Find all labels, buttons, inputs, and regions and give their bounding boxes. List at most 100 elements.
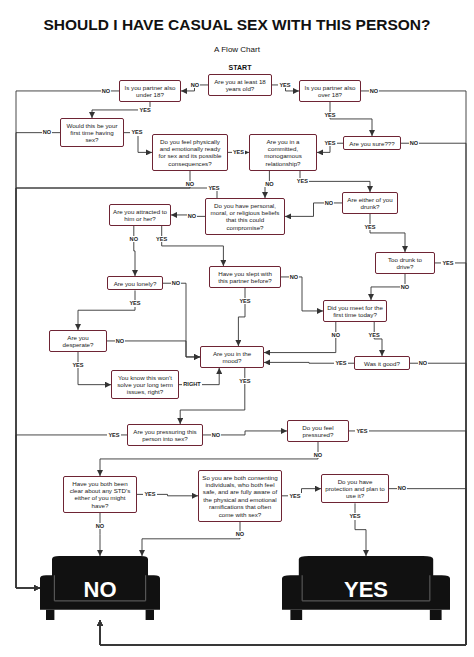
question-box: Is you partner also over 18? bbox=[299, 80, 361, 102]
flow-arrow bbox=[78, 352, 111, 385]
question-text: Are you lonely? bbox=[111, 280, 159, 287]
edge-label: NO bbox=[289, 274, 299, 280]
edge-label: YES bbox=[288, 493, 301, 499]
edge-label: NO bbox=[42, 129, 52, 135]
flow-arrow bbox=[16, 133, 60, 588]
edge-label: NO bbox=[211, 432, 221, 438]
question-box: Too drunk to drive? bbox=[375, 252, 435, 274]
flow-arrow bbox=[180, 368, 245, 424]
flow-arrow bbox=[374, 322, 382, 356]
flow-arrow bbox=[355, 503, 366, 556]
question-text: Are you pressuring this person into sex? bbox=[131, 428, 199, 443]
edge-label: YES bbox=[334, 360, 347, 366]
flow-arrow bbox=[16, 171, 190, 588]
flow-arrow bbox=[16, 91, 119, 588]
question-text: Is you partner also under 18? bbox=[123, 84, 177, 99]
edge-label: NO bbox=[129, 236, 139, 242]
flow-arrow bbox=[163, 283, 200, 357]
question-box: So you are both consenting individuals, … bbox=[198, 470, 282, 522]
answer-text: YES bbox=[282, 579, 450, 601]
question-text: Do you have protection and plan to use i… bbox=[325, 478, 385, 500]
question-box: Do you have personal, moral, or religiou… bbox=[205, 198, 285, 235]
flow-arrow bbox=[78, 290, 135, 330]
edge-label: YES bbox=[296, 178, 309, 184]
question-box: Are you sure??? bbox=[343, 136, 401, 150]
edge-label: NO bbox=[187, 213, 197, 219]
question-box: Was it good? bbox=[354, 356, 410, 370]
question-text: Do you feel physically and emotionally r… bbox=[156, 138, 224, 168]
question-box: Are you in a committed, monogamous relat… bbox=[249, 134, 317, 171]
question-text: Have you slept with this partner before? bbox=[213, 270, 277, 285]
edge-label: YES bbox=[348, 513, 361, 519]
question-box: Do you have protection and plan to use i… bbox=[321, 474, 389, 503]
question-text: Are you sure??? bbox=[347, 140, 397, 147]
edge-label: YES bbox=[323, 140, 336, 146]
edge-label: NO bbox=[101, 88, 111, 94]
edge-label: NO bbox=[369, 88, 379, 94]
edge-label: YES bbox=[155, 236, 168, 242]
flow-arrow bbox=[134, 226, 135, 276]
edge-label: YES bbox=[130, 129, 143, 135]
question-text: Have you both been clear about any STD's… bbox=[67, 480, 133, 510]
question-text: Are you desperate? bbox=[53, 334, 103, 349]
flow-arrow bbox=[100, 513, 101, 556]
flow-arrow bbox=[370, 214, 405, 252]
question-text: Do you have personal, moral, or religiou… bbox=[209, 202, 281, 232]
edge-label: NO bbox=[264, 181, 274, 187]
question-text: Too drunk to drive? bbox=[379, 256, 431, 271]
flow-arrow bbox=[142, 522, 240, 556]
edge-label: YES bbox=[278, 82, 291, 88]
question-box: Do you feel pressured? bbox=[287, 420, 349, 442]
flow-arrow bbox=[264, 322, 336, 353]
couch-terminal: YES bbox=[282, 556, 450, 620]
edge-label: NO bbox=[418, 360, 428, 366]
question-box: Are you attracted to him or her? bbox=[109, 204, 171, 226]
edge-label: YES bbox=[143, 491, 156, 497]
flow-arrow bbox=[16, 188, 217, 588]
question-box: Is you partner also under 18? bbox=[119, 80, 181, 102]
edge-label: NO bbox=[115, 338, 125, 344]
edge-label: YES bbox=[323, 112, 336, 118]
start-label: START bbox=[229, 64, 252, 71]
edge-label: NO bbox=[95, 523, 105, 529]
flow-arrow bbox=[281, 277, 323, 311]
flow-arrow bbox=[100, 431, 466, 645]
question-text: Would this be your first time having sex… bbox=[64, 122, 120, 144]
flow-arrow bbox=[100, 143, 466, 645]
edge-label: YES bbox=[207, 185, 220, 191]
edge-label: YES bbox=[441, 260, 454, 266]
question-text: So you are both consenting individuals, … bbox=[202, 474, 278, 519]
edge-label: YES bbox=[128, 300, 141, 306]
answer-text: NO bbox=[40, 579, 160, 601]
edge-label: YES bbox=[71, 362, 84, 368]
chart-title: SHOULD I HAVE CASUAL SEX WITH THIS PERSO… bbox=[44, 16, 431, 34]
question-text: Are you attracted to him or her? bbox=[113, 208, 167, 223]
edge-label: NO bbox=[409, 140, 419, 146]
question-box: Have you both been clear about any STD's… bbox=[63, 476, 137, 513]
couch-terminal: NO bbox=[40, 556, 160, 620]
question-box: Are you in the mood? bbox=[200, 346, 264, 368]
question-text: Do you feel pressured? bbox=[291, 424, 345, 439]
edge-label: NO bbox=[331, 332, 341, 338]
question-box: Did you meet for the first time today? bbox=[323, 300, 387, 322]
edge-label: NO bbox=[400, 284, 410, 290]
edge-label: YES bbox=[107, 432, 120, 438]
edge-label: NO bbox=[397, 485, 407, 491]
question-text: Are you at least 18 years old? bbox=[212, 78, 268, 93]
flow-arrow bbox=[238, 288, 245, 346]
edge-label: YES bbox=[363, 224, 376, 230]
question-box: Are you at least 18 years old? bbox=[208, 74, 272, 96]
subtitle: A Flow Chart bbox=[214, 45, 260, 54]
question-text: Are you in a committed, monogamous relat… bbox=[253, 138, 313, 168]
question-text: Are either of you drunk? bbox=[346, 196, 394, 211]
edge-label: YES bbox=[138, 107, 151, 113]
edge-label: NO bbox=[190, 82, 200, 88]
question-text: Are you in the mood? bbox=[204, 350, 260, 365]
edge-label: NO bbox=[171, 280, 181, 286]
edge-label: YES bbox=[355, 428, 368, 434]
question-box: Do you feel physically and emotionally r… bbox=[152, 134, 228, 171]
edge-label: NO bbox=[185, 181, 195, 187]
edge-label: NO bbox=[235, 531, 245, 537]
question-box: Have you slept with this partner before? bbox=[209, 266, 281, 288]
